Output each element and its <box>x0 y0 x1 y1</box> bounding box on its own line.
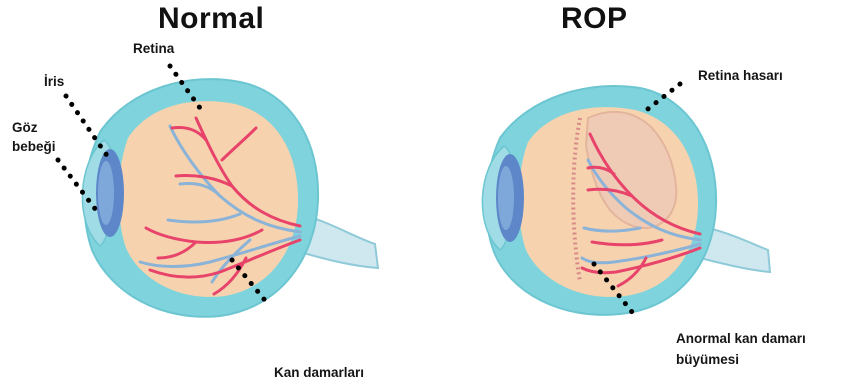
abnormal-growth-leader <box>594 264 632 312</box>
label-abnormal-line1: Anormal kan damarı <box>676 329 806 349</box>
pupil-leader <box>58 160 96 210</box>
label-pupil-line2: bebeği <box>12 137 56 157</box>
retina-leader <box>170 66 200 108</box>
retina-damage-leader <box>644 84 680 112</box>
label-pupil-line1: Göz <box>12 118 38 138</box>
label-abnormal-line2: büyümesi <box>676 350 739 370</box>
label-retina: Retina <box>133 39 174 59</box>
label-vessels: Kan damarları <box>274 363 364 383</box>
vessels-leader <box>232 260 268 304</box>
iris-leader <box>66 96 110 160</box>
label-iris: İris <box>44 72 64 92</box>
label-retina-damage: Retina hasarı <box>698 66 783 86</box>
